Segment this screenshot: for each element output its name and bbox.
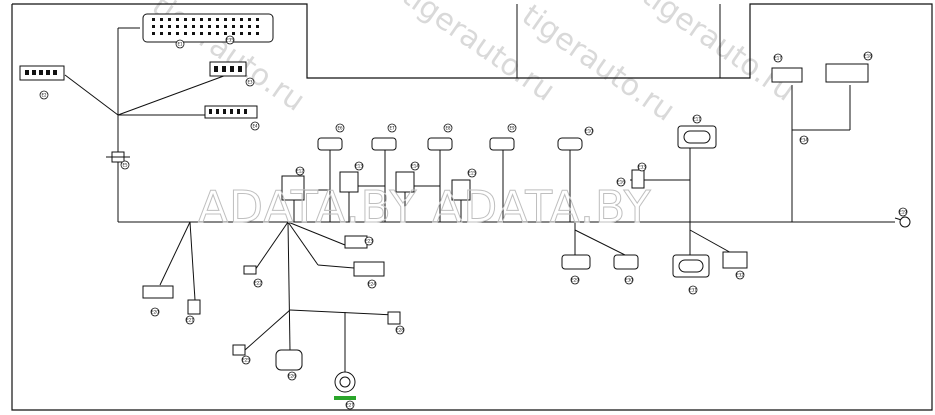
right-upper-connectors xyxy=(557,63,869,222)
callout-label: E18 xyxy=(864,53,872,58)
callout-circle xyxy=(735,270,745,280)
highlight-label-marker xyxy=(334,396,356,400)
ground-point-left xyxy=(106,151,130,163)
callout-label: E9 xyxy=(509,125,515,130)
callout-circle xyxy=(507,123,517,133)
callout-label: E20 xyxy=(151,309,159,314)
callout-label: E15 xyxy=(468,170,476,175)
callout-circle xyxy=(443,123,453,133)
callout-label: E28 xyxy=(396,327,404,332)
callout-circle xyxy=(367,279,377,289)
callout-label: E27 xyxy=(346,402,354,407)
watermark-main: ADATA.BY ADATA.BY xyxy=(198,182,652,233)
callout-label: E24 xyxy=(368,281,376,286)
callout-circle xyxy=(354,161,364,171)
ground-right-end xyxy=(899,216,911,228)
callout-label: E11 xyxy=(693,116,701,121)
callout-label: E14 xyxy=(411,163,419,168)
callout-circle xyxy=(335,123,345,133)
callout-label: E12 xyxy=(296,168,304,173)
callout-circle xyxy=(467,168,477,178)
callout-label: E19 xyxy=(899,209,907,214)
connector-left-diag xyxy=(19,65,65,81)
callout-label: E13 xyxy=(355,163,363,168)
callout-label: E21 xyxy=(186,317,194,322)
callout-label: E25 xyxy=(242,357,250,362)
callout-label: E33 xyxy=(638,164,646,169)
callout-circle xyxy=(295,166,305,176)
callout-circle xyxy=(245,77,255,87)
callout-label: E10 xyxy=(585,128,593,133)
upper-connector-row xyxy=(281,137,515,222)
callout-circle xyxy=(570,275,580,285)
callout-circle xyxy=(395,325,405,335)
diagram-frame xyxy=(11,3,933,411)
callout-label: E26 xyxy=(288,373,296,378)
callout-circle xyxy=(773,53,783,63)
callout-circle xyxy=(584,126,594,136)
callout-circle xyxy=(799,135,809,145)
callout-circle xyxy=(150,307,160,317)
callout-label: E6 xyxy=(337,125,343,130)
callout-circle xyxy=(287,371,297,381)
callout-circle xyxy=(692,114,702,124)
callout-circle xyxy=(863,51,873,61)
connector-fuse-box xyxy=(204,105,258,119)
lower-right-branches xyxy=(561,222,748,278)
callout-circle xyxy=(185,315,195,325)
callout-circle xyxy=(364,236,374,246)
callout-label: E7 xyxy=(389,125,395,130)
callout-label: E22 xyxy=(254,280,262,285)
callout-label: E4 xyxy=(252,123,258,128)
callout-label: E35 xyxy=(226,37,234,42)
callout-circle xyxy=(624,275,634,285)
callout-circle xyxy=(225,35,235,45)
callout-label: E5 xyxy=(122,162,128,167)
callout-label: E1 xyxy=(177,41,183,46)
callout-label: E3 xyxy=(247,79,253,84)
callout-circle xyxy=(637,162,647,172)
callout-label: E23 xyxy=(365,238,373,243)
callout-label: E34 xyxy=(800,137,808,142)
callout-label: E8 xyxy=(445,125,451,130)
lower-left-branches xyxy=(142,221,401,393)
callout-circle xyxy=(387,123,397,133)
callout-circle xyxy=(898,207,908,217)
callout-circle xyxy=(175,39,185,49)
callout-circle xyxy=(250,121,260,131)
callout-circle xyxy=(120,160,130,170)
callout-label: E29 xyxy=(571,277,579,282)
callout-label: E32 xyxy=(736,272,744,277)
callout-label: E30 xyxy=(625,277,633,282)
callout-circle xyxy=(616,177,626,187)
callout-circle xyxy=(241,355,251,365)
callout-label: E16 xyxy=(617,179,625,184)
connector-relay-top xyxy=(209,61,247,77)
callout-label: E17 xyxy=(774,55,782,60)
callout-label: E31 xyxy=(689,287,697,292)
connector-ecu-main xyxy=(142,13,274,43)
callout-circle xyxy=(688,285,698,295)
callout-circle xyxy=(410,161,420,171)
callout-circle xyxy=(345,400,355,410)
callout-circle xyxy=(253,278,263,288)
callout-circle xyxy=(39,90,49,100)
callout-label: E2 xyxy=(41,92,47,97)
